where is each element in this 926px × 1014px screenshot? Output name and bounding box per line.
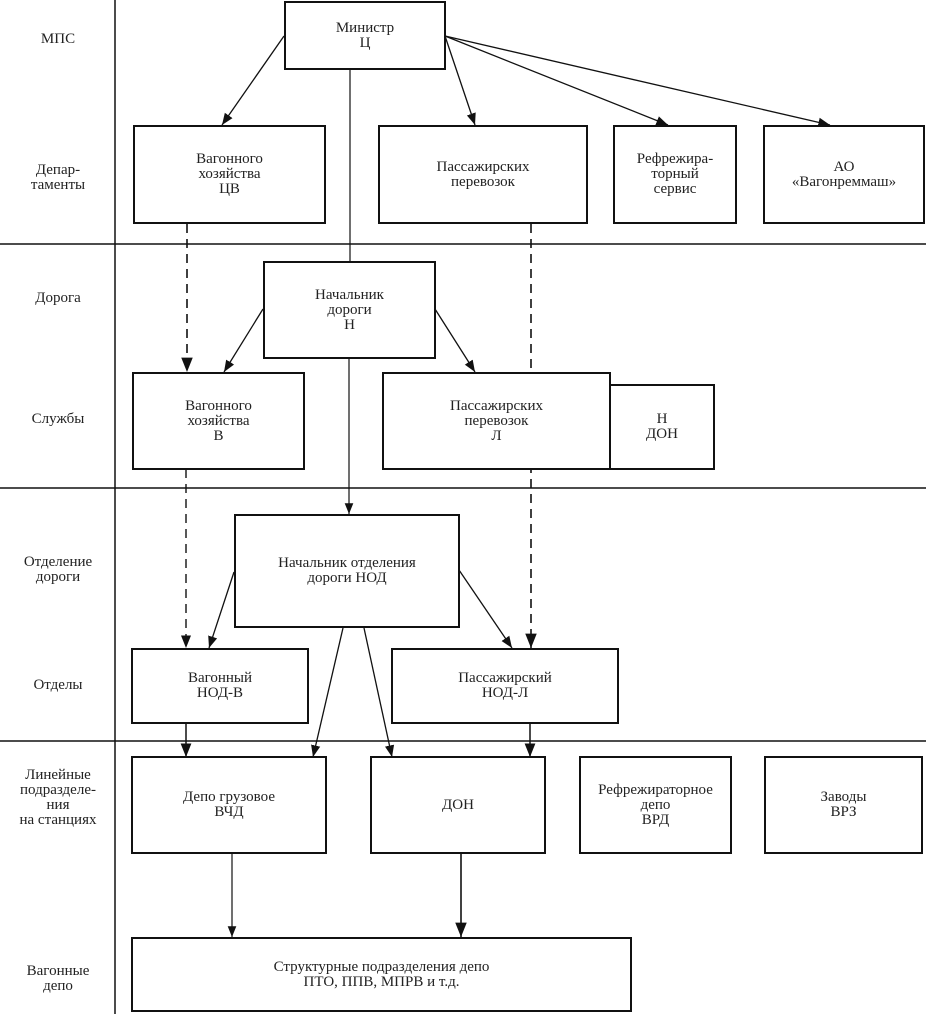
box-road-head: Начальник дороги Н bbox=[263, 261, 436, 359]
box-dept-passenger: Пассажирских перевозок bbox=[378, 125, 588, 224]
level-label-linear: Линейные подразделе- ния на станциях bbox=[19, 767, 97, 828]
level-label-services: Службы bbox=[31, 411, 85, 427]
box-minister: Министр Ц bbox=[284, 1, 446, 70]
box-nod-head: Начальник отделения дороги НОД bbox=[234, 514, 460, 628]
level-label-mps: МПС bbox=[40, 31, 76, 47]
arrow-road-svc-wagon bbox=[223, 308, 264, 373]
box-dept-ao: АО «Вагонреммаш» bbox=[763, 125, 925, 224]
level-label-depots: Вагонные депо bbox=[26, 963, 90, 994]
box-depot-cargo: Депо грузовое ВЧД bbox=[131, 756, 327, 854]
arrow-minister-dept-pass bbox=[444, 35, 476, 126]
level-label-road: Дорога bbox=[35, 290, 81, 306]
level-label-sections: Отделы bbox=[33, 677, 83, 693]
arrow-nod-wagon bbox=[208, 571, 235, 649]
box-depot-refrigerator: Рефрежираторное депо ВРД bbox=[579, 756, 732, 854]
arrow-nod-don bbox=[363, 627, 395, 758]
level-label-departments: Депар- таменты bbox=[30, 162, 86, 193]
arrow-nod-depot-cargo bbox=[311, 627, 344, 758]
arrow-minister-dept-wagon bbox=[221, 35, 285, 126]
arrow-nod-pass bbox=[458, 569, 513, 649]
box-don: ДОН bbox=[370, 756, 546, 854]
arrow-minister-dept-ao bbox=[444, 35, 831, 127]
box-svc-wagon: Вагонного хозяйства В bbox=[132, 372, 305, 470]
arrow-minister-dept-refr bbox=[444, 35, 669, 126]
box-nod-wagon: Вагонный НОД-В bbox=[131, 648, 309, 724]
box-dept-refrigerator: Рефрежира- торный сервис bbox=[613, 125, 737, 224]
box-nod-passenger: Пассажирский НОД-Л bbox=[391, 648, 619, 724]
box-dept-wagon: Вагонного хозяйства ЦВ bbox=[133, 125, 326, 224]
box-plants: Заводы ВРЗ bbox=[764, 756, 923, 854]
level-label-division: Отделение дороги bbox=[23, 554, 93, 585]
box-structural-units: Структурные подразделения депо ПТО, ППВ,… bbox=[131, 937, 632, 1012]
box-svc-don: Н ДОН bbox=[609, 384, 715, 470]
box-svc-passenger: Пассажирских перевозок Л bbox=[382, 372, 611, 470]
arrow-road-svc-pass bbox=[434, 308, 476, 373]
